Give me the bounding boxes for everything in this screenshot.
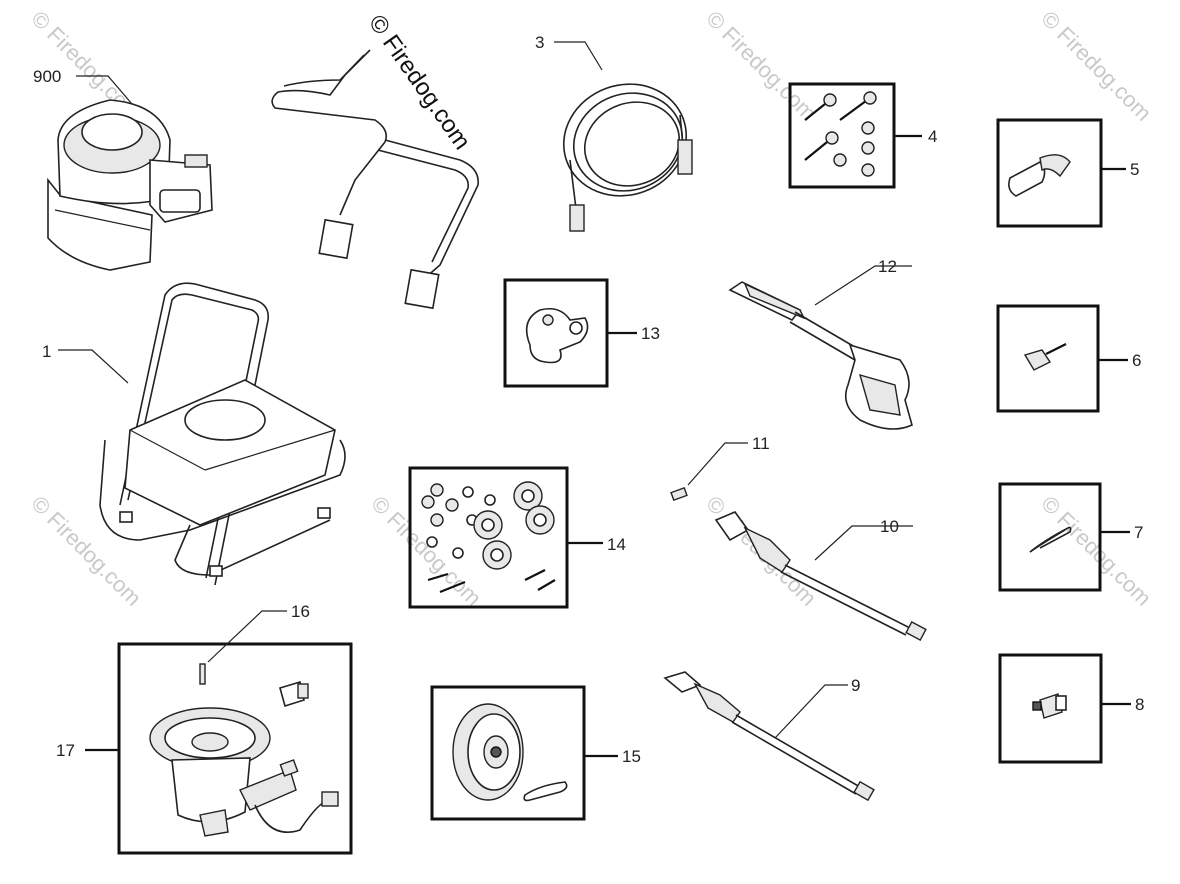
pump-part (149, 663, 339, 837)
box-8 (998, 653, 1103, 764)
callout-900: 900 (33, 67, 61, 86)
callout-13: 13 (641, 324, 660, 343)
callout-3: 3 (535, 33, 544, 52)
wand-10-part (714, 511, 927, 642)
box-7 (998, 482, 1102, 592)
callout-11: 11 (752, 434, 770, 453)
watermark-main: © Firedog.com (363, 10, 476, 155)
knob-part (1023, 343, 1067, 371)
callout-15: 15 (622, 747, 641, 766)
spray-gun-part (728, 281, 913, 430)
callout-5: 5 (1130, 160, 1139, 179)
callout-4: 4 (928, 127, 937, 146)
callout-9: 9 (851, 676, 860, 695)
watermark-text: © Firedog.com (1036, 6, 1156, 126)
hose-part (562, 83, 693, 232)
handle-part (271, 49, 479, 310)
box-5 (996, 118, 1103, 228)
callout-7: 7 (1134, 523, 1143, 542)
callout-1: 1 (42, 342, 51, 361)
callout-16: 16 (291, 602, 310, 621)
kit-part (421, 481, 556, 594)
watermark-text: © Firedog.com (26, 491, 146, 611)
wand-9-part (663, 671, 875, 802)
watermark-text: © Firedog.com (1036, 491, 1156, 611)
clip-part (525, 307, 589, 364)
engine-part (47, 99, 213, 271)
watermark-text: © Firedog.com (701, 6, 821, 126)
callout-8: 8 (1135, 695, 1144, 714)
coupler-part (1008, 154, 1071, 197)
wheel-part (452, 703, 568, 802)
fitting-part (1032, 693, 1067, 719)
nozzle-tip-part (670, 486, 688, 502)
box-6 (996, 304, 1100, 413)
box-17 (117, 642, 353, 855)
callout-14: 14 (607, 535, 626, 554)
watermark-text: © Firedog.com (366, 491, 486, 611)
frame-part (99, 282, 346, 586)
box-15 (430, 685, 586, 821)
callout-6: 6 (1132, 351, 1141, 370)
box-14 (408, 466, 569, 609)
callout-17: 17 (56, 741, 75, 760)
pin-part (1029, 526, 1072, 553)
bolts-nuts-part (804, 91, 877, 177)
